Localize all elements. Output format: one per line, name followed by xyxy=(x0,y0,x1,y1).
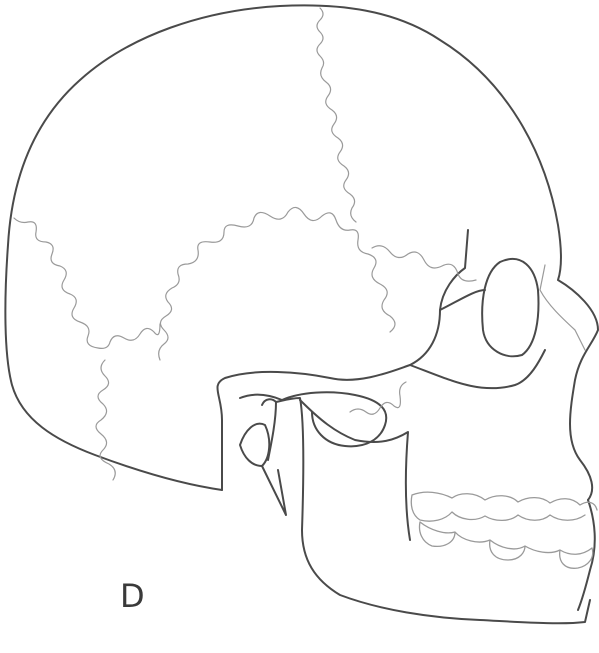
upper-teeth xyxy=(411,492,597,521)
squamous-suture xyxy=(159,207,395,360)
orbit-outline xyxy=(482,259,538,356)
nasal-suture xyxy=(540,265,585,350)
sphenoparietal-suture xyxy=(372,246,476,281)
mandible-outline xyxy=(276,398,590,623)
temporal-lower-suture xyxy=(350,382,406,414)
mastoid-process xyxy=(240,424,269,466)
cheek-outline xyxy=(410,290,545,388)
lambdoid-suture xyxy=(14,218,160,348)
mandible-ramus xyxy=(300,400,410,540)
coronal-suture xyxy=(317,8,356,222)
styloid-process xyxy=(262,466,286,515)
condyle xyxy=(262,399,276,460)
lower-teeth xyxy=(420,522,593,568)
zygomatic-arch xyxy=(217,230,468,490)
panel-label: D xyxy=(120,580,145,612)
arch-lower xyxy=(240,392,386,446)
